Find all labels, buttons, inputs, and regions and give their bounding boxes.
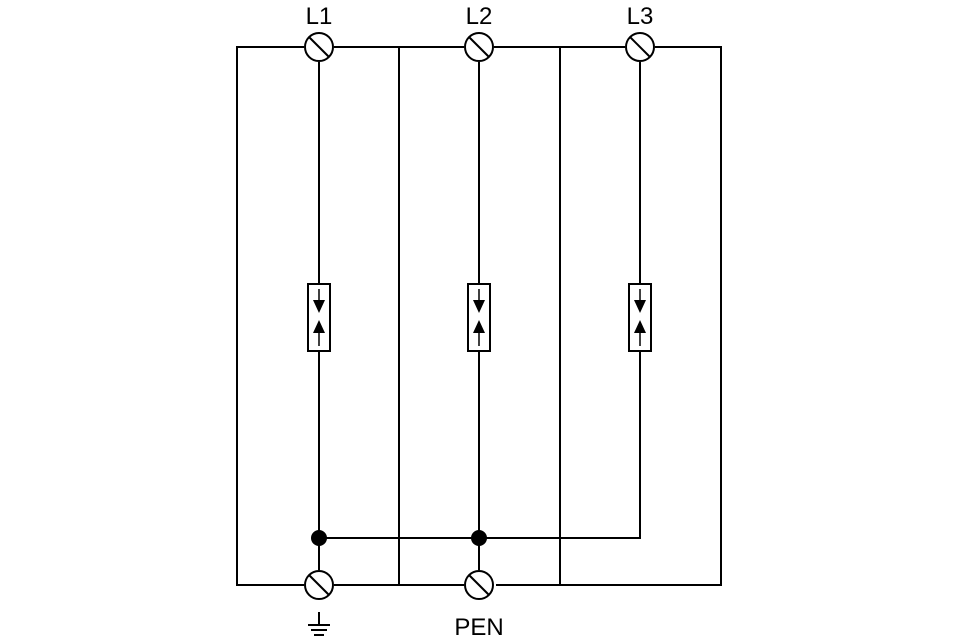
arrow-down-icon [634, 300, 646, 313]
terminal-label-l2: L2 [466, 3, 493, 30]
terminal-slash [629, 36, 651, 58]
surge-arrester-l2 [467, 283, 491, 352]
terminal-l1 [304, 32, 334, 62]
right-frame-wire [496, 46, 722, 586]
junction-node-pe [311, 530, 327, 546]
left-frame-wire [236, 46, 304, 586]
surge-arrester-l1 [307, 283, 331, 352]
l3-return-wire [318, 350, 641, 539]
ground-icon [308, 612, 330, 636]
arrow-up-icon [473, 320, 485, 333]
terminal-slash [468, 36, 490, 58]
terminal-slash [308, 574, 330, 596]
arrow-down-icon [473, 300, 485, 313]
frame-wires [236, 46, 722, 586]
terminal-slash [468, 574, 490, 596]
junction-node-pen [471, 530, 487, 546]
terminal-slash [308, 36, 330, 58]
terminal-l2 [464, 32, 494, 62]
terminal-l3 [625, 32, 655, 62]
terminal-pe [304, 570, 334, 600]
arrow-up-icon [634, 320, 646, 333]
terminal-label-l3: L3 [627, 3, 654, 30]
terminal-pen [464, 570, 494, 600]
terminal-label-l1: L1 [306, 3, 333, 30]
arrow-down-icon [313, 300, 325, 313]
arrow-up-icon [313, 320, 325, 333]
surge-arrester-l3 [628, 283, 652, 352]
terminal-label-pen: PEN [454, 614, 503, 640]
